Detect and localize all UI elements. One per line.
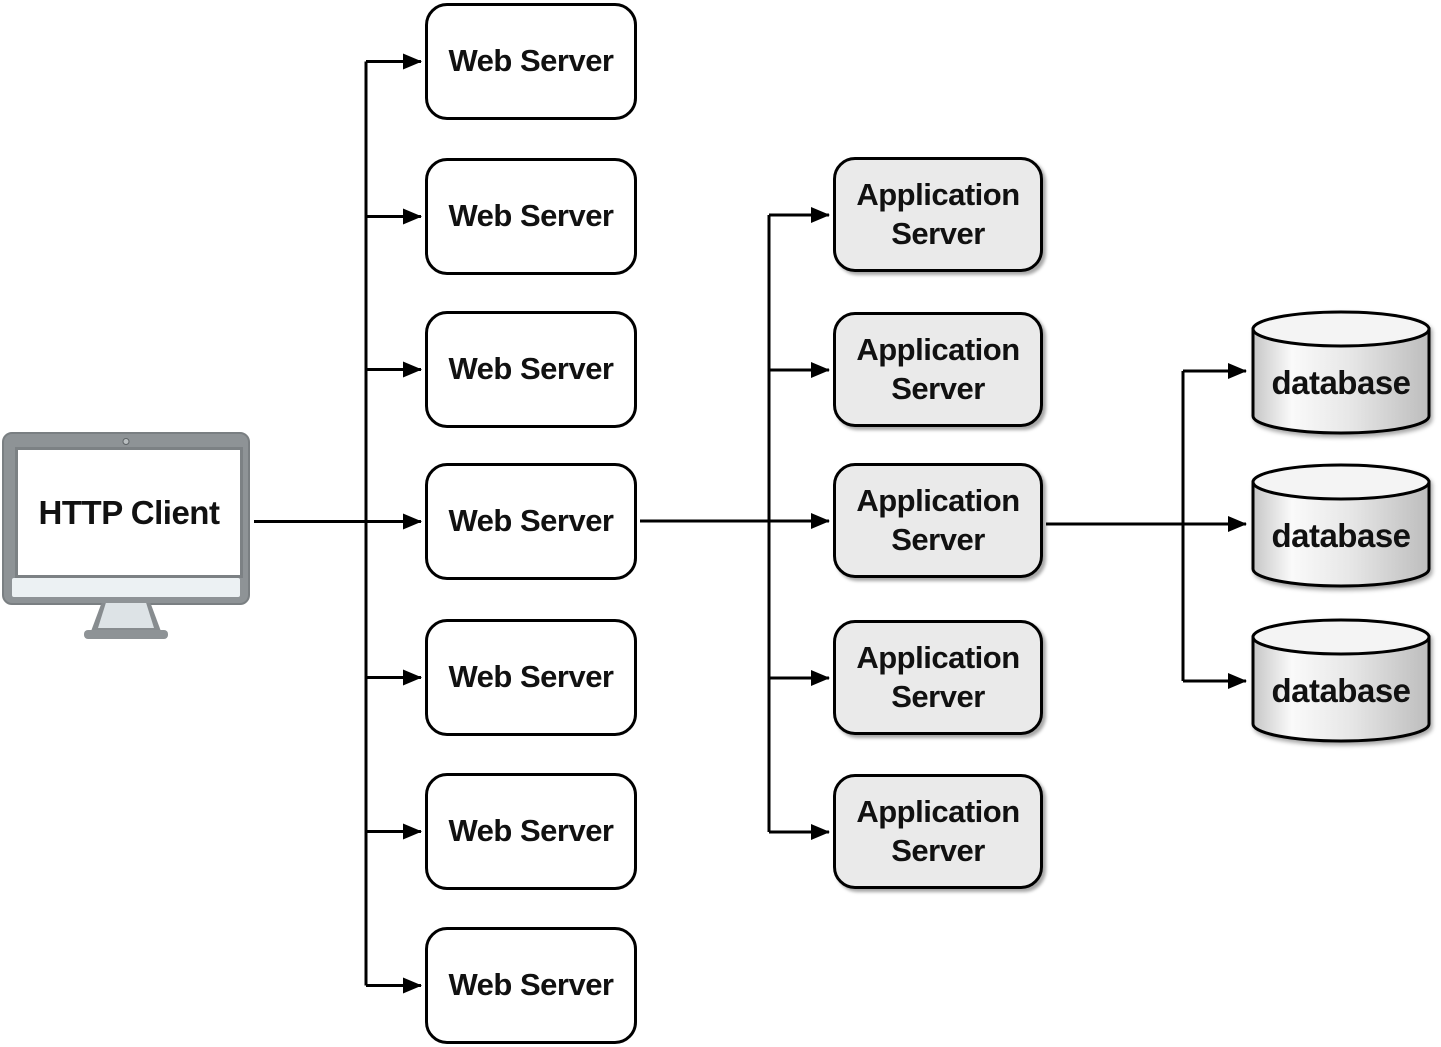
app-server-label: Application Server (856, 176, 1020, 251)
web-server-node-3: Web Server (425, 311, 637, 428)
web-server-label: Web Server (448, 659, 614, 695)
app-server-label: Application Server (856, 482, 1020, 557)
camera-dot-icon (122, 438, 130, 445)
web-server-label: Web Server (448, 351, 614, 387)
database-node-1: database (1251, 310, 1431, 435)
app-server-node-3: Application Server (833, 463, 1043, 578)
monitor-stand-inner (98, 603, 154, 628)
web-server-label: Web Server (448, 813, 614, 849)
database-label: database (1271, 364, 1410, 401)
app-server-node-1: Application Server (833, 157, 1043, 272)
database-cylinder-top (1251, 618, 1431, 656)
database-cylinder-icon (1251, 635, 1431, 743)
app-server-label: Application Server (856, 639, 1020, 714)
web-server-node-6: Web Server (425, 773, 637, 890)
database-label: database (1271, 672, 1410, 709)
database-cylinder-top (1251, 310, 1431, 348)
monitor-screen: HTTP Client (15, 447, 243, 578)
database-cylinder-icon (1251, 327, 1431, 435)
monitor-icon: HTTP Client (2, 432, 250, 605)
web-server-label: Web Server (448, 503, 614, 539)
app-server-node-2: Application Server (833, 312, 1043, 427)
web-server-node-7: Web Server (425, 927, 637, 1044)
web-server-node-4: Web Server (425, 463, 637, 580)
web-server-node-2: Web Server (425, 158, 637, 275)
web-server-label: Web Server (448, 43, 614, 79)
monitor-chin (12, 578, 240, 597)
database-node-3: database (1251, 618, 1431, 743)
app-server-node-5: Application Server (833, 774, 1043, 889)
database-node-2: database (1251, 463, 1431, 588)
database-cylinder-top (1251, 463, 1431, 501)
web-server-label: Web Server (448, 198, 614, 234)
database-label: database (1271, 517, 1410, 554)
web-server-label: Web Server (448, 967, 614, 1003)
database-cylinder-icon (1251, 480, 1431, 588)
app-server-node-4: Application Server (833, 620, 1043, 735)
monitor-stand-base (84, 630, 168, 639)
web-server-node-1: Web Server (425, 3, 637, 120)
client-label: HTTP Client (38, 493, 220, 531)
app-server-label: Application Server (856, 331, 1020, 406)
web-server-node-5: Web Server (425, 619, 637, 736)
app-server-label: Application Server (856, 793, 1020, 868)
